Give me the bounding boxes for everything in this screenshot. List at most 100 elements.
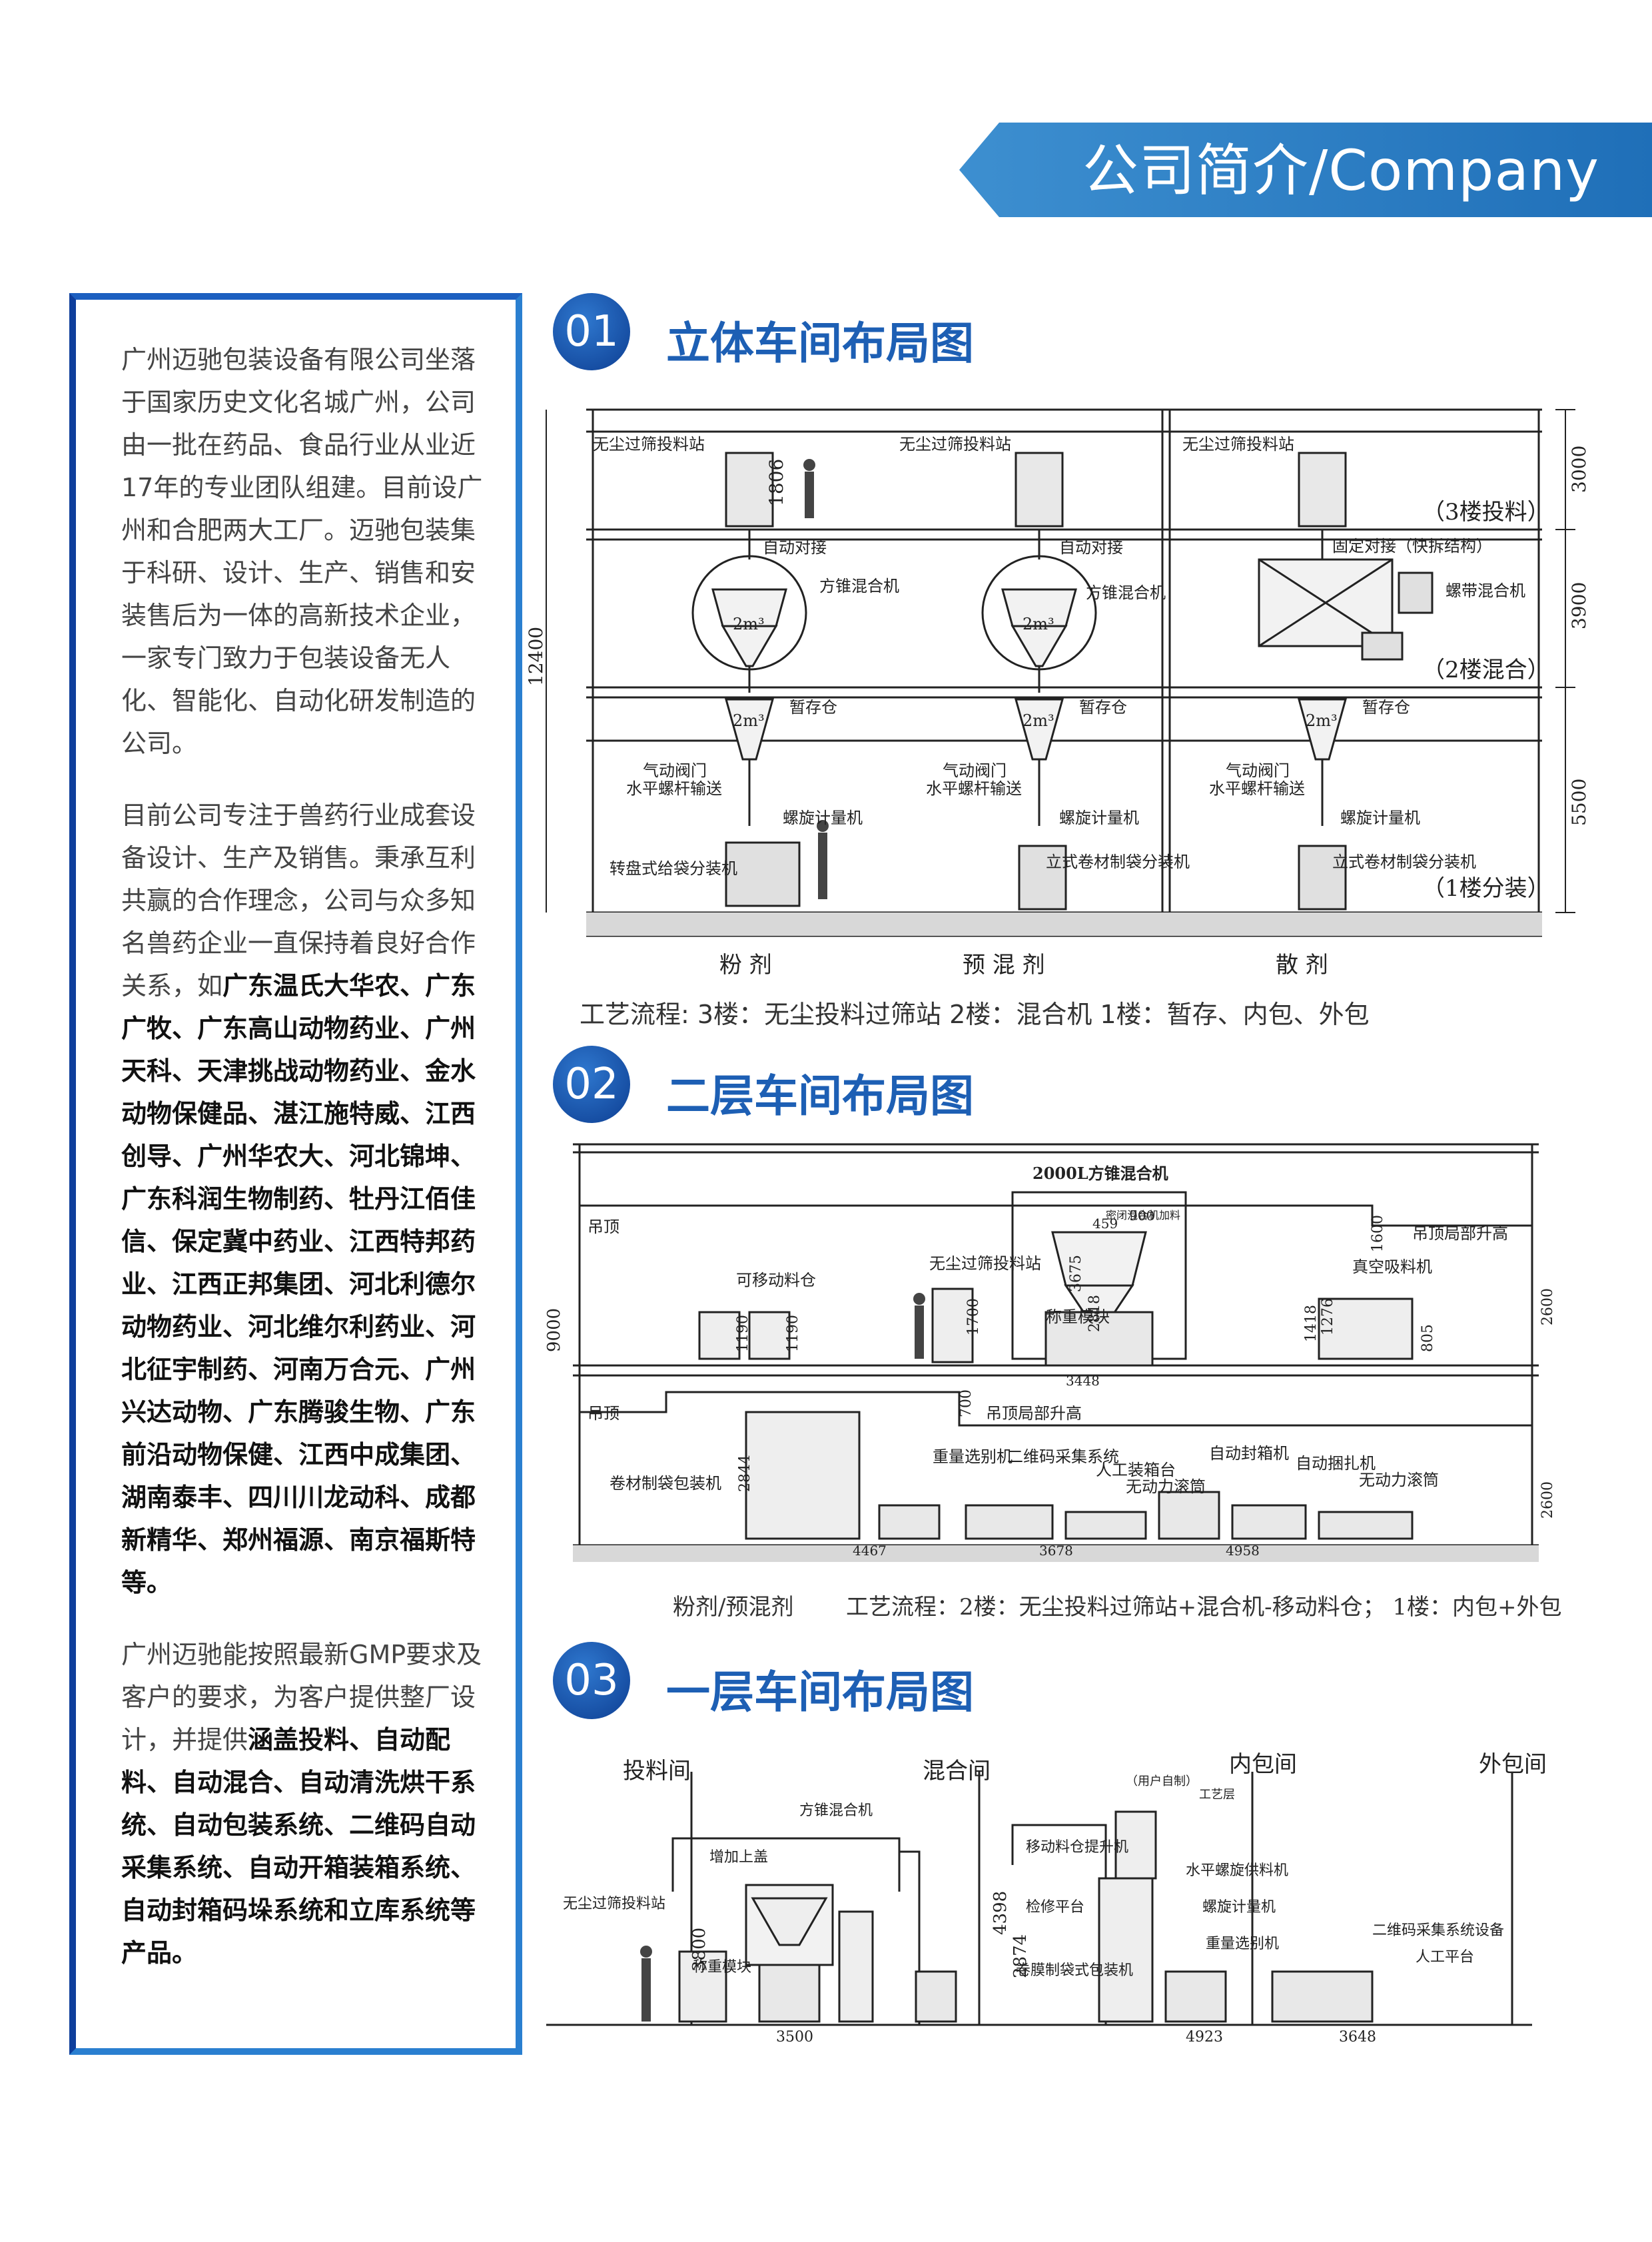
d1-screw-2: 水平螺杆输送 xyxy=(926,779,1022,798)
d2-ceiling-2: 吊顶 xyxy=(588,1404,620,1423)
d2-process-caption: 工艺流程：2楼：无尘投料过筛站+混合机-移动料仓； 1楼：内包+外包 xyxy=(846,1594,1562,1621)
d2-dim-900: 900 xyxy=(1129,1208,1154,1224)
section-number: 02 xyxy=(553,1046,630,1123)
d3-meter: 螺旋计量机 xyxy=(1202,1899,1276,1916)
d1-station-1: 无尘过筛投料站 xyxy=(593,435,705,454)
d2-dim-700: 700 xyxy=(958,1389,975,1417)
d3-lid: 增加上盖 xyxy=(709,1849,768,1866)
d2-dim-2818: 2818 xyxy=(1086,1295,1103,1332)
d2-dim-805: 805 xyxy=(1420,1324,1436,1352)
d3-dim-2874: 2874 xyxy=(1011,1934,1031,1978)
d2-mixer-add: 密闭混合机加料 xyxy=(1106,1209,1180,1222)
d2-dim-3675: 3675 xyxy=(1068,1255,1084,1292)
page-title: 公司简介/Company xyxy=(1082,138,1599,203)
d1-floor-2: （2楼混合） xyxy=(1422,657,1550,683)
d2-raise-1: 吊顶局部升高 xyxy=(1412,1224,1508,1243)
d2-vacuum: 真空吸料机 xyxy=(1352,1258,1432,1276)
d1-packer-2: 立式卷材制袋分装机 xyxy=(1046,853,1190,871)
d2-roller-1: 无动力滚筒 xyxy=(1126,1477,1206,1496)
d2-dim-1600: 1600 xyxy=(1370,1215,1386,1252)
d2-sealer: 自动封箱机 xyxy=(1209,1444,1289,1463)
intro-p2-lead: 目前公司专注于兽药行业成套设备设计、生产及销售。秉承互利共赢的合作理念，公司与众… xyxy=(121,801,476,1000)
d1-screw-1: 水平螺杆输送 xyxy=(626,779,722,798)
d1-dock-2: 自动对接 xyxy=(1059,538,1123,557)
d2-mixer-title: 2000L方锥混合机 xyxy=(1032,1164,1168,1183)
d2-dim-bottom-1: 4467 xyxy=(853,1543,887,1559)
d1-valve-2: 气动阀门 xyxy=(943,761,1007,780)
d1-vol-4: 2m³ xyxy=(1023,711,1054,730)
intro-p3-lead: 广州迈驰能按照最新GMP要求及客户的要求，为客户提供整厂设计，并提供 xyxy=(121,1640,482,1754)
d2-selector: 重量选别机 xyxy=(933,1447,1013,1466)
d1-packer-3: 立式卷材制袋分装机 xyxy=(1332,853,1476,871)
d1-valve-1: 气动阀门 xyxy=(643,761,707,780)
d3-roll: 卷膜制袋式包装机 xyxy=(1016,1962,1133,1979)
intro-panel: 广州迈驰包装设备有限公司坐落于国家历史文化名城广州，公司由一批在药品、食品行业从… xyxy=(69,293,522,2055)
intro-paragraph-1: 广州迈驰包装设备有限公司坐落于国家历史文化名城广州，公司由一批在药品、食品行业从… xyxy=(121,345,483,758)
section-03-heading: 03 一层车间布局图 xyxy=(553,1642,1152,1722)
d3-check: 检修平台 xyxy=(1026,1899,1084,1916)
d2-weigh: 称重模块 xyxy=(1046,1308,1110,1326)
diagram-two-floor-workshop: 2000L方锥混合机 吊顶 吊顶 吊顶局部升高 吊顶局部升高 可移动料仓 无尘过… xyxy=(533,1132,1585,1572)
d1-h-5500: 5500 xyxy=(1568,779,1590,826)
d2-roll-packer: 卷材制袋包装机 xyxy=(610,1474,721,1493)
d3-platform-top: 工艺层 xyxy=(1199,1788,1235,1802)
d3-mixer: 方锥混合机 xyxy=(799,1802,873,1819)
intro-p2-partners: 广东温氏大华农、广东广牧、广东高山动物药业、广州天科、天津挑战动物药业、金水动物… xyxy=(121,971,476,1597)
d3-dim-bottom-1: 3500 xyxy=(776,2029,813,2046)
d3-weigh: 称重模块 xyxy=(693,1959,751,1976)
section-number: 03 xyxy=(553,1642,630,1719)
d3-station: 无尘过筛投料站 xyxy=(563,1896,665,1912)
d2-qr: 二维码采集系统 xyxy=(1007,1447,1119,1466)
d1-h-3000: 3000 xyxy=(1568,446,1590,493)
header-ribbon xyxy=(959,123,1652,217)
d3-room-feed: 投料间 xyxy=(623,1758,691,1784)
d1-hopper-1: 暂存仓 xyxy=(789,698,837,717)
d3-room-outer: 外包间 xyxy=(1479,1751,1547,1778)
d1-h-1806: 1806 xyxy=(765,459,787,506)
intro-paragraph-2: 目前公司专注于兽药行业成套设备设计、生产及销售。秉承互利共赢的合作理念，公司与众… xyxy=(121,794,494,1604)
d1-vol-1: 2m³ xyxy=(733,615,765,633)
d1-meter-1: 螺旋计量机 xyxy=(783,809,863,827)
d3-room-mix: 混合间 xyxy=(923,1758,991,1784)
d3-manual: 人工平台 xyxy=(1416,1949,1474,1966)
d1-process-caption: 工艺流程: 3楼：无尘投料过筛站 2楼：混合机 1楼：暂存、内包、外包 xyxy=(580,1000,1370,1029)
d1-packer-1: 转盘式给袋分装机 xyxy=(610,859,737,878)
section-number: 01 xyxy=(553,293,630,370)
d2-dim-bottom-2: 3678 xyxy=(1039,1543,1073,1559)
d2-dim-2600-a: 2600 xyxy=(1539,1288,1556,1325)
d3-dim-bottom-3: 3648 xyxy=(1339,2029,1376,2046)
d3-qr: 二维码采集系统设备 xyxy=(1372,1922,1504,1939)
d2-raise-2: 吊顶局部升高 xyxy=(986,1404,1082,1423)
d1-valve-3: 气动阀门 xyxy=(1226,761,1290,780)
intro-body: 广州迈驰包装设备有限公司坐落于国家历史文化名城广州，公司由一批在药品、食品行业从… xyxy=(121,338,494,2004)
intro-p3-products: 涵盖投料、自动配料、自动混合、自动清洗烘干系统、自动包装系统、二维码自动采集系统… xyxy=(121,1725,476,1968)
section-02-heading: 02 二层车间布局图 xyxy=(553,1046,1152,1126)
d1-floor-3: （3楼投料） xyxy=(1422,499,1550,526)
section-01-heading: 01 立体车间布局图 xyxy=(553,293,1152,373)
d3-dim-4398: 4398 xyxy=(991,1891,1011,1935)
d1-floor-1: （1楼分装） xyxy=(1422,875,1550,902)
d1-h-3900: 3900 xyxy=(1568,582,1590,629)
section-title: 一层车间布局图 xyxy=(666,1667,974,1718)
d2-dim-1190-a: 1190 xyxy=(735,1315,751,1352)
d1-col-bulk: 散 剂 xyxy=(1276,952,1328,978)
d1-mixer-1: 方锥混合机 xyxy=(819,577,899,595)
d1-total-height: 12400 xyxy=(526,627,547,686)
d1-mixer-2: 方锥混合机 xyxy=(1086,583,1166,602)
d2-dim-459: 459 xyxy=(1092,1216,1118,1232)
d1-ribbon-mixer: 螺带混合机 xyxy=(1446,581,1525,600)
d2-manual: 人工装箱台 xyxy=(1096,1461,1176,1479)
d2-dim-2600-b: 2600 xyxy=(1539,1481,1556,1519)
d2-bins: 可移动料仓 xyxy=(736,1271,816,1290)
diagram-ground-floor-workshop: 投料间 混合间 内包间 外包间 方锥混合机 增加上盖 无尘过筛投料站 称重模块 … xyxy=(546,1732,1559,2052)
d1-dock-1: 自动对接 xyxy=(763,538,827,557)
d1-col-powder: 粉 剂 xyxy=(719,952,772,978)
section-title: 立体车间布局图 xyxy=(666,318,974,369)
d2-station: 无尘过筛投料站 xyxy=(929,1254,1041,1273)
d3-dim-3800: 3800 xyxy=(689,1928,709,1972)
d1-dock-3: 固定对接（快拆结构） xyxy=(1332,537,1492,556)
d1-vol-2: 2m³ xyxy=(1023,615,1054,633)
d1-hopper-2: 暂存仓 xyxy=(1079,698,1127,717)
d2-dim-1190-b: 1190 xyxy=(785,1315,801,1352)
d1-screw-3: 水平螺杆输送 xyxy=(1209,779,1305,798)
